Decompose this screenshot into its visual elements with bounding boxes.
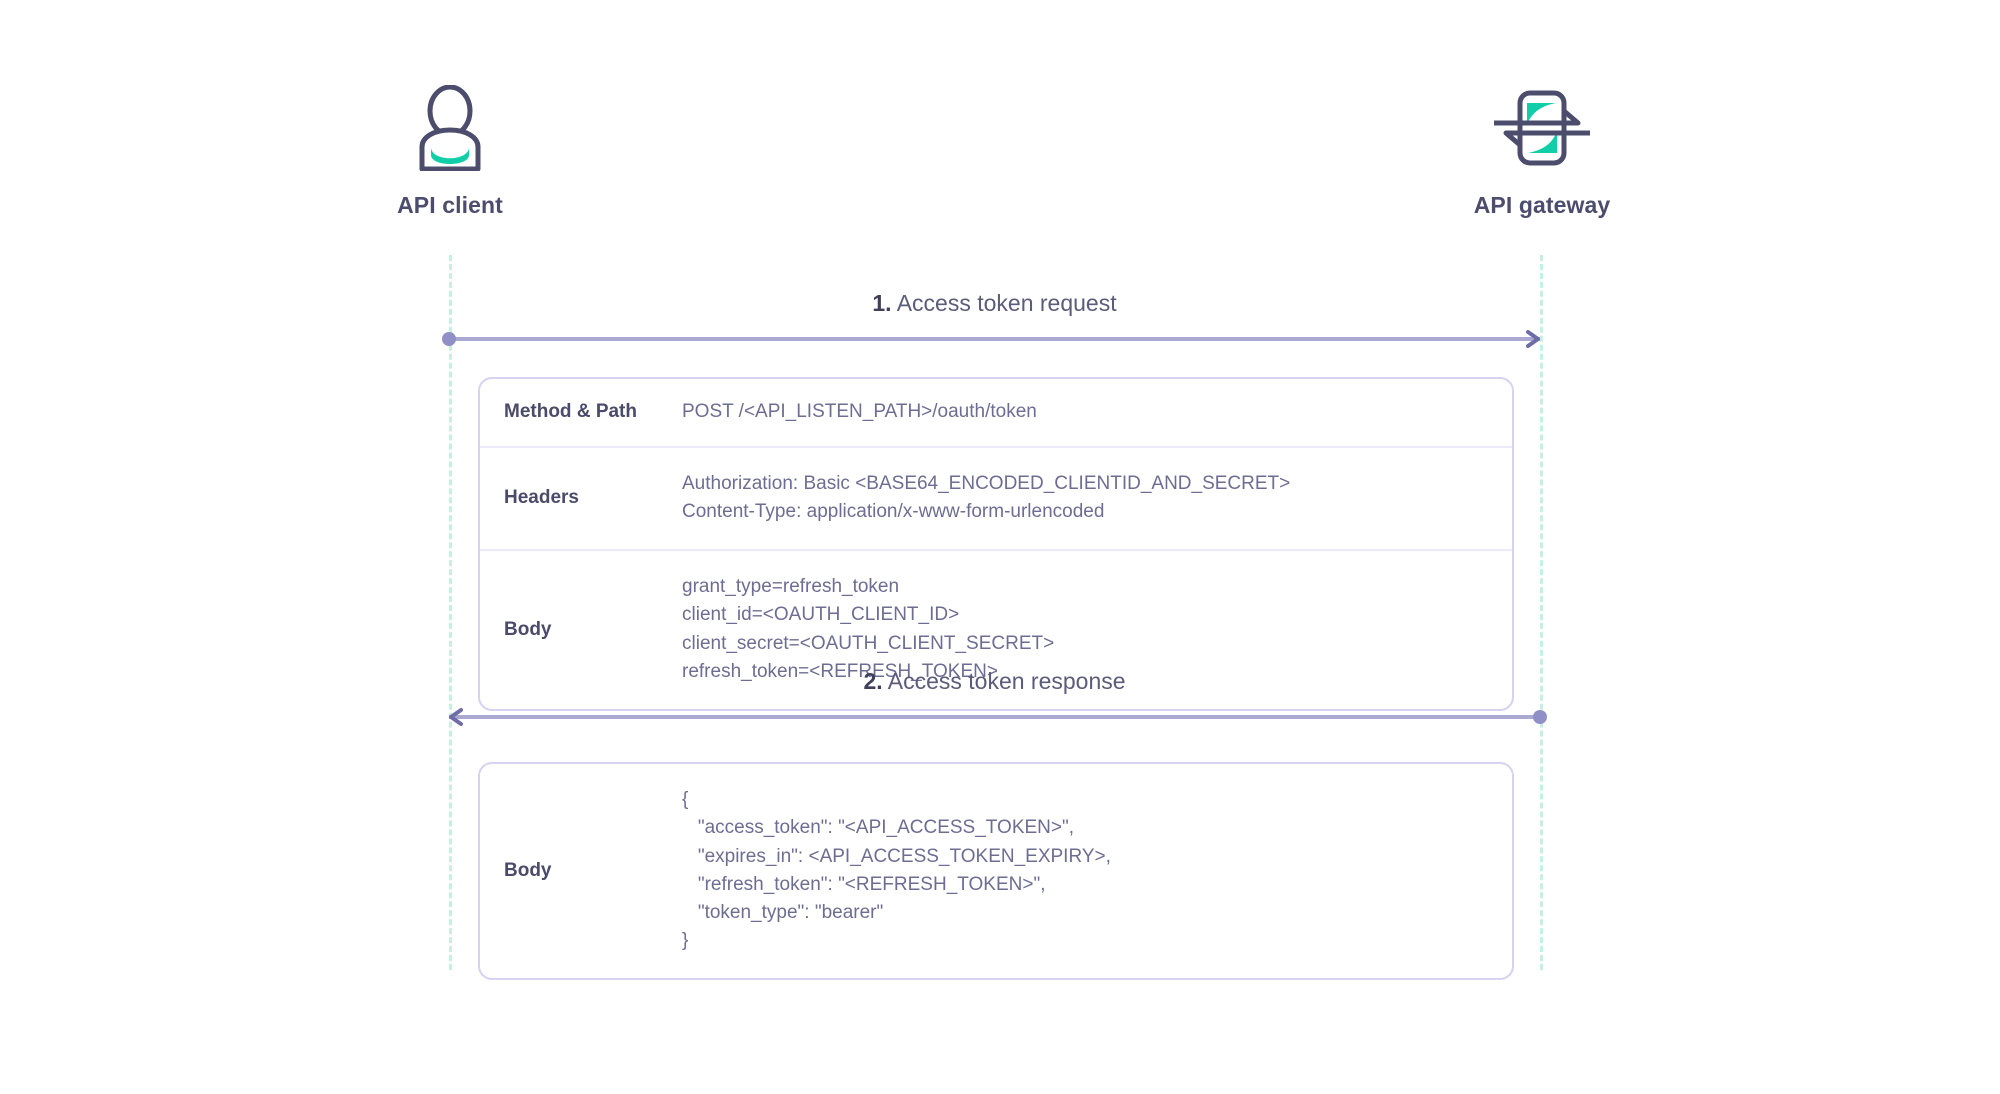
request-details-table: Method & Path POST /<API_LISTEN_PATH>/oa… [478, 377, 1514, 711]
actor-label: API gateway [1473, 192, 1611, 218]
message-text: Access token response [887, 668, 1126, 694]
actor-label: API client [397, 192, 503, 218]
arrow-origin-dot [1533, 710, 1547, 724]
row-label: Method & Path [504, 401, 637, 423]
response-details-table: Body { "access_token": "<API_ACCESS_TOKE… [478, 762, 1514, 980]
row-value: POST /<API_LISTEN_PATH>/oauth/token [682, 401, 1037, 422]
gateway-exchange-icon [1392, 78, 1692, 178]
actor-api-client: API client [300, 78, 600, 219]
message-text: Access token request [896, 290, 1117, 316]
table-row-body: Body grant_type=refresh_token client_id=… [480, 551, 1512, 709]
row-value: Authorization: Basic <BASE64_ENCODED_CLI… [682, 472, 1291, 523]
row-value: grant_type=refresh_token client_id=<OAUT… [682, 575, 1055, 683]
row-label: Body [504, 859, 552, 881]
arrow-head-right-icon [1524, 330, 1542, 348]
message-number: 2. [863, 668, 883, 694]
actor-api-gateway: API gateway [1392, 78, 1692, 219]
row-value: { "access_token": "<API_ACCESS_TOKEN>", … [682, 789, 1111, 952]
message-number: 1. [872, 290, 892, 316]
message-access-token-request: 1. Access token request [442, 290, 1542, 348]
arrow-line [449, 337, 1540, 341]
person-icon [300, 78, 600, 178]
row-label: Body [504, 618, 552, 640]
message-arrow-left [447, 708, 1547, 726]
table-row-body: Body { "access_token": "<API_ACCESS_TOKE… [480, 764, 1512, 978]
lifeline-api-client [449, 255, 452, 970]
arrow-origin-dot [442, 332, 456, 346]
table-row-method-path: Method & Path POST /<API_LISTEN_PATH>/oa… [480, 379, 1512, 448]
arrow-head-left-icon [447, 708, 465, 726]
arrow-line [449, 715, 1540, 719]
lifeline-api-gateway [1540, 255, 1543, 970]
row-label: Headers [504, 487, 579, 508]
message-label: 1. Access token request [449, 290, 1540, 317]
message-label: 2. Access token response [449, 668, 1540, 695]
message-access-token-response: 2. Access token response [447, 668, 1547, 726]
message-arrow-right [442, 330, 1542, 348]
table-row-headers: Headers Authorization: Basic <BASE64_ENC… [480, 448, 1512, 551]
